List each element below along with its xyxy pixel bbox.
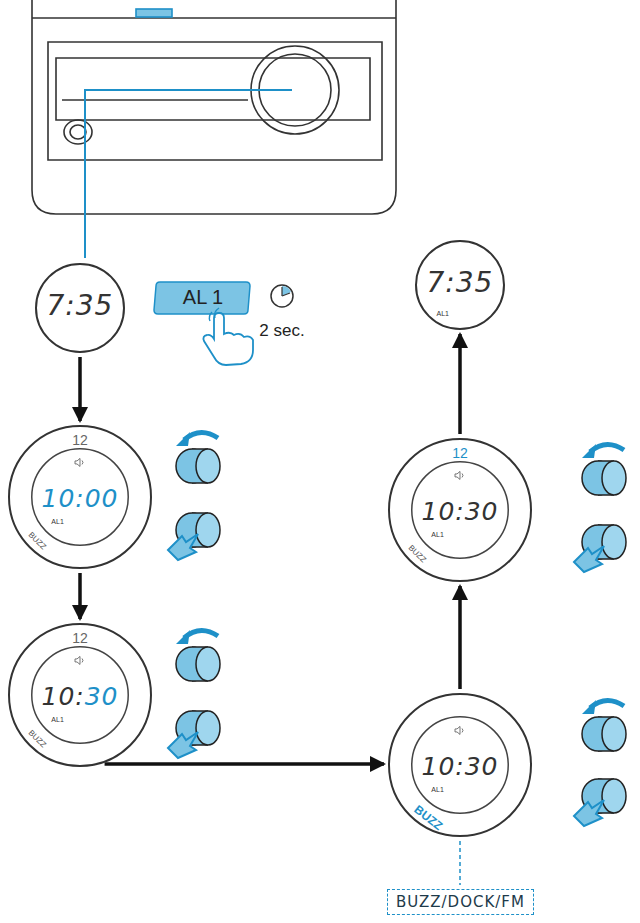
- alarm-indicator: AL1: [51, 518, 63, 525]
- text-holder: AL1: [431, 524, 443, 540]
- duration-label: 2 sec.: [259, 322, 304, 339]
- time-display: BUZZ/DOCK/FM: [396, 893, 525, 911]
- dial-number: 12: [452, 445, 468, 461]
- step-arrow: [105, 762, 384, 766]
- display-circle: 12 10:00AL1BUZZ: [8, 425, 152, 569]
- text-holder: AL1: [51, 709, 63, 725]
- display-circle: 7:35: [35, 263, 125, 353]
- text-holder: BUZZ: [26, 526, 52, 552]
- push-knob: [168, 513, 220, 560]
- text-holder: 12: [452, 445, 468, 461]
- speaker-icon: [75, 458, 83, 466]
- speaker-icon: [455, 471, 463, 479]
- clock-radio-part: [62, 99, 248, 101]
- text-holder: 7:35: [47, 292, 114, 320]
- time-display: 10:30: [421, 497, 498, 526]
- pressing-hand: [203, 308, 253, 365]
- clock-radio-part: [32, 17, 396, 19]
- display-circle: 7:35AL1: [415, 240, 505, 330]
- time-display: 7:35: [427, 266, 494, 299]
- text-holder: BUZZ: [406, 539, 432, 565]
- rotate-knob: [582, 444, 626, 495]
- step-arrow: [458, 334, 462, 434]
- inner-ring: [412, 462, 508, 558]
- text-holder: 10:30: [421, 499, 498, 524]
- display-circle: 12 10:30AL1BUZZ: [388, 438, 532, 582]
- time-display: 10:30: [421, 752, 498, 781]
- inner-ring: [412, 717, 508, 813]
- mode-text: BUZZ: [27, 728, 48, 749]
- inner-ring: [32, 647, 128, 743]
- rotate-knob: [176, 432, 220, 483]
- text-holder: AL1: [437, 303, 449, 319]
- text-holder: 7:35: [427, 269, 494, 297]
- time-display: 10:30: [41, 684, 118, 709]
- leader-connector: [459, 841, 461, 885]
- display-circle: 12 10:30AL1BUZZ: [8, 623, 152, 767]
- clock-icon-part: [282, 286, 291, 296]
- clock-icon: [271, 285, 293, 307]
- leader-line: [85, 90, 292, 258]
- dial-number: 12: [72, 432, 88, 448]
- al1-button-part: [154, 282, 250, 314]
- al1-button: [154, 282, 250, 314]
- text-holder: BUZZ: [412, 801, 447, 833]
- step-arrow: [458, 586, 462, 689]
- alarm-indicator: AL1: [431, 786, 443, 793]
- text-holder: AL1: [51, 511, 63, 527]
- clock-radio-part: [64, 120, 92, 144]
- clock-radio-part: [136, 9, 172, 17]
- step-arrow: [78, 573, 82, 619]
- text-holder: 10:30: [421, 754, 498, 779]
- mode-text: BUZZ: [27, 530, 48, 551]
- pressing-hand-part: [203, 313, 253, 365]
- mode-text: BUZZ: [412, 802, 446, 833]
- push-knob: [574, 525, 626, 572]
- rotate-knob: [176, 630, 220, 681]
- text-holder: 12: [72, 630, 88, 646]
- pressing-hand-part: [209, 308, 219, 321]
- clock-radio-part: [48, 42, 382, 160]
- clock-icon-part: [281, 287, 282, 296]
- text-holder: 12: [72, 432, 88, 448]
- speaker-icon: [75, 656, 83, 664]
- clock-radio-part: [32, 0, 396, 214]
- time-display: 7:35: [47, 289, 114, 322]
- clock-radio-part: [70, 125, 86, 139]
- speaker-icon: [455, 726, 463, 734]
- text-holder: AL1: [431, 779, 443, 795]
- clock-icon-part: [271, 285, 293, 307]
- push-knob: [168, 711, 220, 758]
- alarm-indicator: AL1: [437, 310, 449, 317]
- button-label: AL 1: [183, 287, 223, 307]
- time-display: 10:00: [41, 484, 118, 513]
- text-holder: BUZZ: [26, 724, 52, 750]
- mode-text: BUZZ: [407, 543, 428, 564]
- clock-icon-part: [282, 293, 290, 296]
- alarm-indicator: AL1: [51, 716, 63, 723]
- time-display: 10:: [41, 682, 84, 711]
- clock-radio: [32, 0, 396, 214]
- dial-number: 12: [72, 630, 88, 646]
- push-knob: [574, 779, 626, 826]
- display-circle: 10:30AL1BUZZ: [388, 693, 532, 837]
- time-display: 30: [85, 682, 119, 711]
- inner-ring: [32, 449, 128, 545]
- alarm-indicator: AL1: [431, 531, 443, 538]
- text-holder: 10:00: [41, 486, 118, 511]
- step-arrow: [78, 357, 82, 421]
- rotate-knob: [582, 700, 626, 751]
- source-box: BUZZ/DOCK/FM: [387, 889, 534, 915]
